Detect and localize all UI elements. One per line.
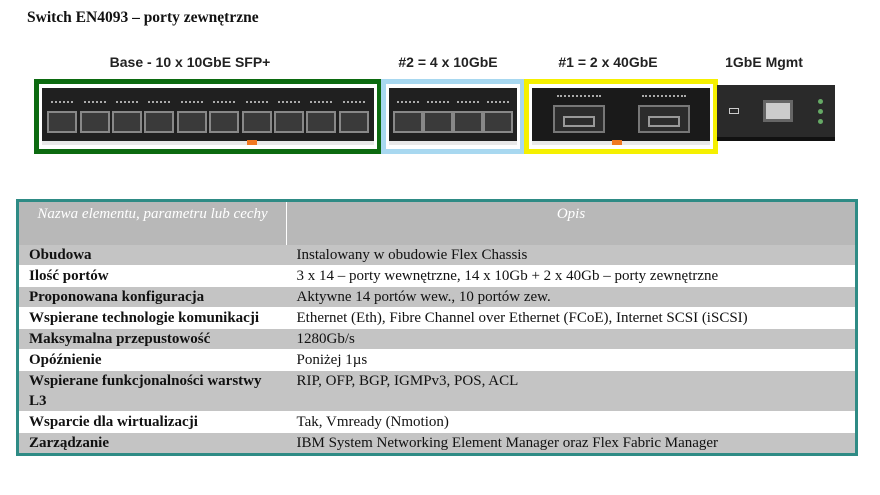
row-parameter: Ilość portów bbox=[17, 265, 287, 287]
base-ports-panel bbox=[42, 88, 374, 145]
port bbox=[338, 101, 369, 133]
port bbox=[273, 101, 304, 133]
group2-ports-group bbox=[381, 79, 525, 154]
label-base-ports: Base - 10 x 10GbE SFP+ bbox=[109, 54, 271, 70]
port bbox=[47, 101, 78, 133]
port bbox=[241, 101, 272, 133]
rj45-port bbox=[763, 100, 794, 122]
port bbox=[453, 101, 483, 133]
port bbox=[176, 101, 207, 133]
port bbox=[423, 101, 453, 133]
row-parameter: Wspierane technologie komunikacji bbox=[17, 307, 287, 329]
port bbox=[111, 101, 142, 133]
group1-ports-panel bbox=[532, 88, 710, 145]
port bbox=[144, 101, 175, 133]
port bbox=[483, 101, 513, 133]
row-description: 3 x 14 – porty wewnętrzne, 14 x 10Gb + 2… bbox=[286, 265, 857, 287]
row-parameter: Obudowa bbox=[17, 244, 287, 266]
status-led bbox=[817, 118, 823, 124]
port bbox=[393, 101, 423, 133]
row-description: Ethernet (Eth), Fibre Channel over Ether… bbox=[286, 307, 857, 329]
port bbox=[637, 95, 690, 133]
row-description: Tak, Vmready (Nmotion) bbox=[286, 411, 857, 433]
status-led bbox=[817, 98, 823, 104]
row-parameter: Proponowana konfiguracja bbox=[17, 286, 287, 308]
row-parameter: Zarządzanie bbox=[17, 432, 287, 455]
usb-port bbox=[729, 108, 740, 114]
row-description: Aktywne 14 portów wew., 10 portów zew. bbox=[286, 286, 857, 308]
port bbox=[79, 101, 110, 133]
specs-table: Nazwa elementu, parametru lub cechy Opis… bbox=[16, 199, 858, 456]
row-description: RIP, OFP, BGP, IGMPv3, POS, ACL bbox=[286, 370, 857, 412]
row-description: Poniżej 1µs bbox=[286, 349, 857, 371]
port bbox=[209, 101, 240, 133]
slide-title: Switch EN4093 – porty zewnętrzne bbox=[27, 9, 259, 26]
port bbox=[306, 101, 337, 133]
row-parameter: Wsparcie dla wirtualizacji bbox=[17, 411, 287, 433]
header-description: Opis bbox=[286, 200, 857, 245]
label-group2-ports: #2 = 4 x 10GbE bbox=[398, 54, 498, 70]
label-mgmt-port: 1GbE Mgmt bbox=[725, 54, 803, 70]
row-description: 1280Gb/s bbox=[286, 328, 857, 350]
label-group1-ports: #1 = 2 x 40GbE bbox=[558, 54, 658, 70]
row-parameter: Opóźnienie bbox=[17, 349, 287, 371]
port bbox=[552, 95, 605, 133]
group1-ports-group bbox=[524, 79, 718, 154]
row-parameter: Wspierane funkcjonalności warstwy L3 bbox=[17, 370, 287, 412]
header-parameter: Nazwa elementu, parametru lub cechy bbox=[17, 200, 287, 245]
group2-ports-panel bbox=[389, 88, 517, 145]
mgmt-panel bbox=[717, 85, 835, 141]
status-led bbox=[817, 108, 823, 114]
base-ports-group bbox=[34, 79, 382, 154]
row-description: Instalowany w obudowie Flex Chassis bbox=[286, 244, 857, 266]
row-description: IBM System Networking Element Manager or… bbox=[286, 432, 857, 455]
row-parameter: Maksymalna przepustowość bbox=[17, 328, 287, 350]
